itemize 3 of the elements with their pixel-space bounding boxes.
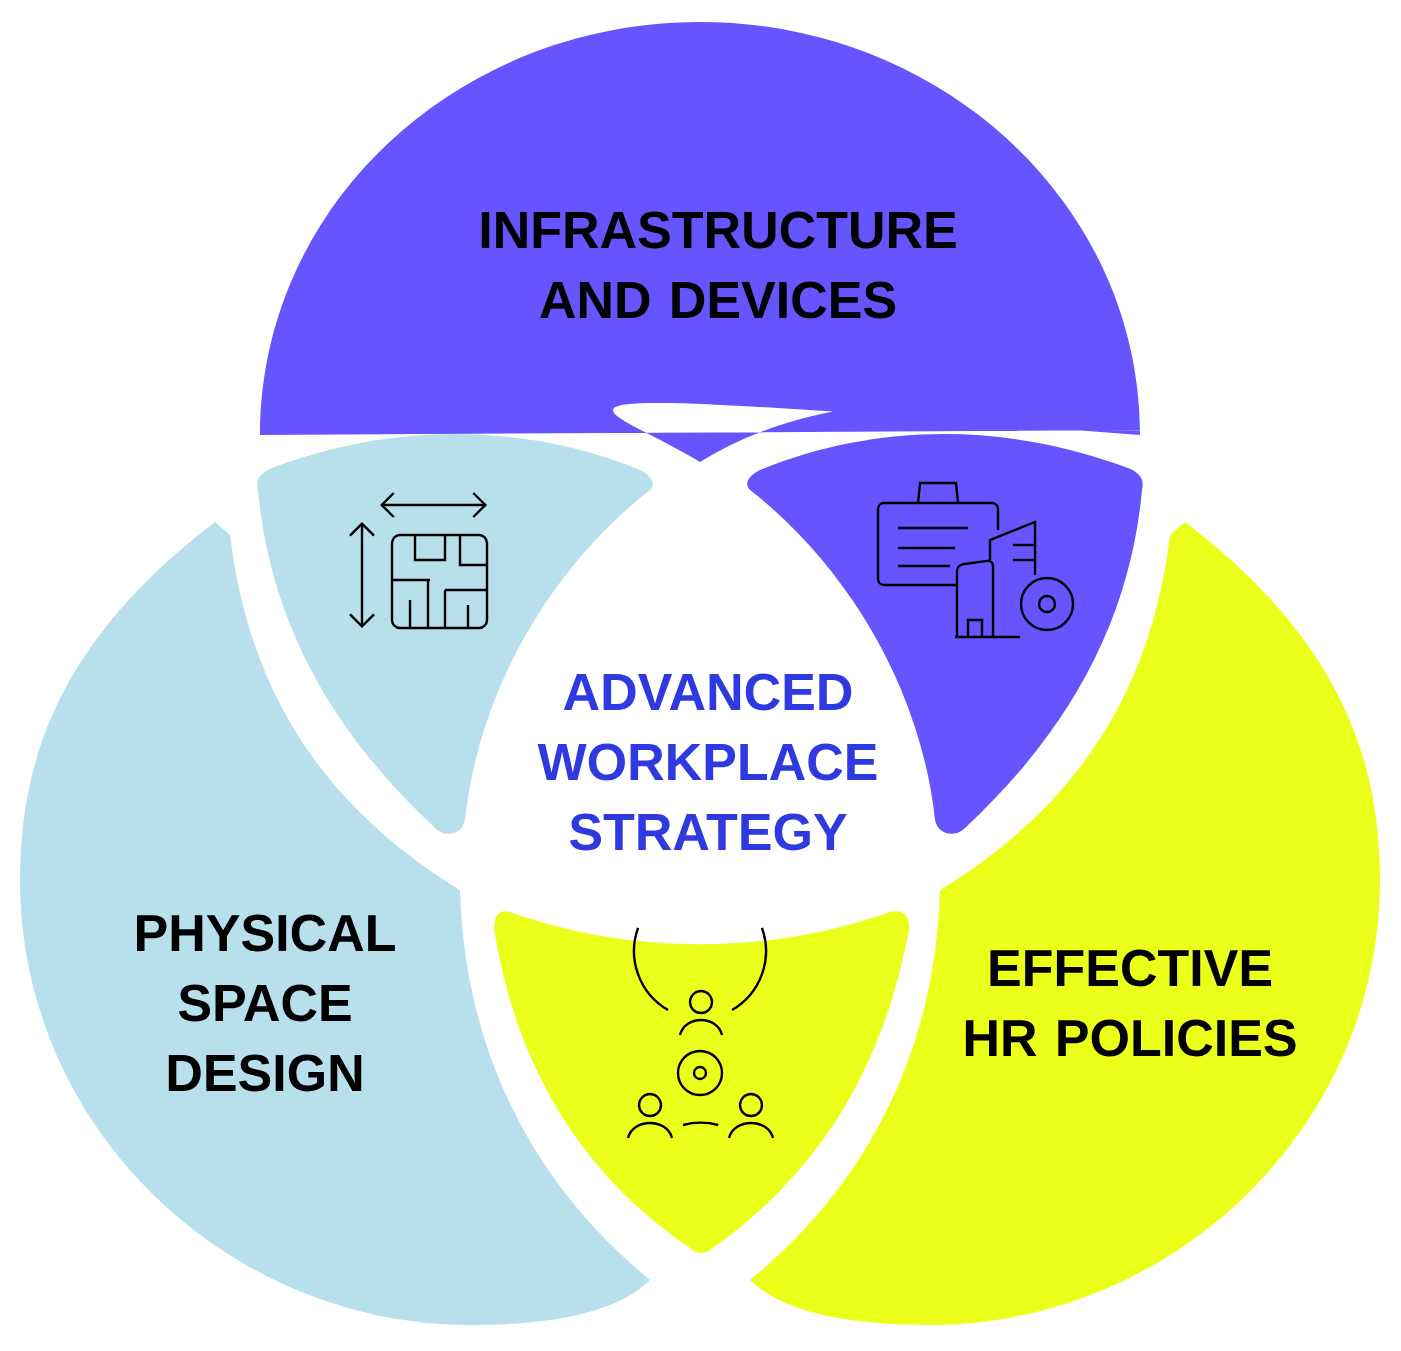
petal — [494, 911, 910, 1254]
node-label: PHYSICAL SPACE DESIGN — [137, 914, 395, 1092]
segment: INFRASTRUCTURE AND DEVICES — [260, 22, 1140, 462]
